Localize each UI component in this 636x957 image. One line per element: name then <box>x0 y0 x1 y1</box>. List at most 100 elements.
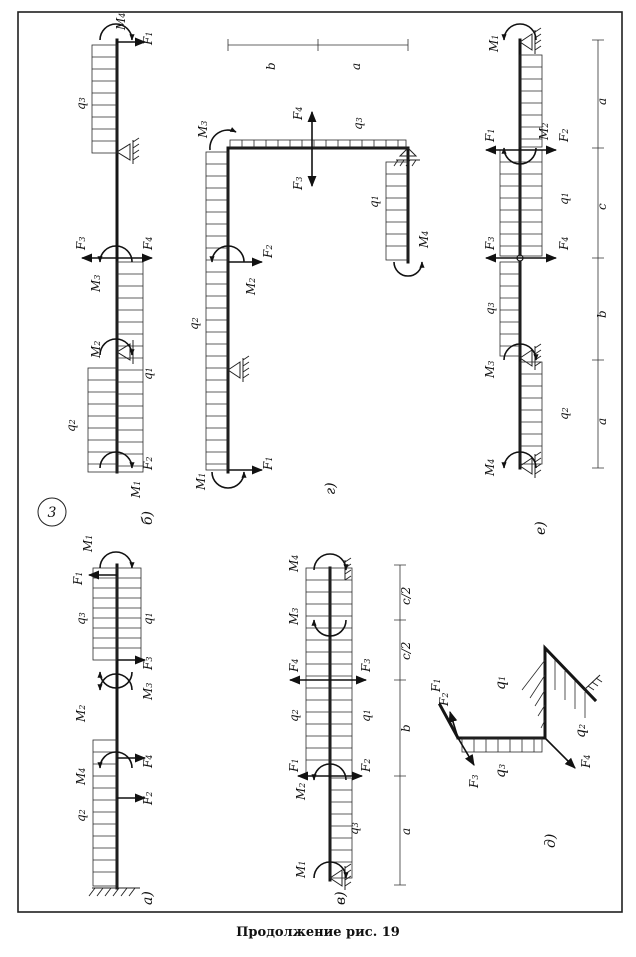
panel-e-M2-label: M2 <box>537 123 551 141</box>
panel-b-F2-label: F2 <box>141 457 155 471</box>
panel-v-dim-a: a <box>399 828 413 835</box>
panel-a-F2-label: F2 <box>141 792 155 806</box>
panel-d: F2 F3 F1 F4 q1 q3 q2 д) <box>429 644 603 848</box>
panel-g-q1-load <box>385 161 409 261</box>
panel-e-label: е) <box>533 521 549 535</box>
panel-a-q1-load <box>116 567 142 661</box>
panel-e-M4-label: M4 <box>483 459 497 477</box>
panel-b-M2-label: M2 <box>89 341 103 359</box>
panel-e-dim-b: b <box>595 310 609 318</box>
panel-e-M1-label: M1 <box>487 35 501 53</box>
panel-e-q3-label: q3 <box>483 302 497 315</box>
panel-d-F4-arrow <box>544 737 576 769</box>
panel-v-q1-load <box>329 567 353 777</box>
sheet-frame <box>17 11 623 913</box>
panel-v-q2-label: q2 <box>287 709 301 722</box>
panel-d-F3-arrow <box>457 737 475 766</box>
panel-b-q2-label: q2 <box>64 419 78 432</box>
panel-v-M4-arc <box>313 553 349 571</box>
panel-v-F1-label: F1 <box>287 759 301 773</box>
panel-g-M4-arc <box>393 261 425 277</box>
panel-b-F1-label: F1 <box>141 32 155 46</box>
panel-a-M1-label: M1 <box>81 535 95 553</box>
panel-g-M3-label: M3 <box>196 121 210 139</box>
panel-g-frame <box>226 146 410 474</box>
panel-b-q2-load <box>87 367 118 473</box>
panel-v-M2-label: M2 <box>294 783 308 801</box>
panel-d-label: д) <box>543 834 559 848</box>
figure-number: 3 <box>37 497 67 527</box>
panel-a: F2 F4 M4 q2 M2 M3 F3 q3 q1 F1 M1 а) <box>71 535 156 905</box>
panel-g-F2-label: F2 <box>261 245 275 259</box>
panel-a-wall-hatch <box>88 887 136 897</box>
panel-g-F1-label: F1 <box>261 457 275 471</box>
panel-v-M2-arc <box>311 763 347 781</box>
panel-g-M1-label: M1 <box>194 473 208 491</box>
panel-d-F2-arrow <box>448 710 459 739</box>
panel-e-F4-label: F4 <box>557 237 571 251</box>
panel-a-label: а) <box>140 891 156 905</box>
figure-caption: Продолжение рис. 19 <box>236 925 400 940</box>
panel-g-q3-load <box>229 139 407 149</box>
panel-v-M3-arc <box>311 619 347 637</box>
panel-v-q3-label: q3 <box>347 822 361 835</box>
panel-v-M1-arc <box>313 861 349 879</box>
panel-b-F3-label: F3 <box>74 237 88 251</box>
panel-a-F3-label: F3 <box>141 657 155 671</box>
panel-b-q1-label: q1 <box>141 367 155 380</box>
panel-v-dim-c-half-2: c/2 <box>399 587 413 605</box>
panel-d-F2-label: F2 <box>437 693 451 707</box>
panel-b: F2 M1 q2 q1 M2 M3 F3 F4 q3 F1 M4 б) <box>64 13 156 525</box>
panel-e-M4-arc <box>501 451 537 469</box>
panel-e-top-load <box>519 54 543 148</box>
figure-number-text: 3 <box>48 505 57 521</box>
panel-d-q1-load <box>521 659 546 729</box>
panel-a-M3-arc <box>97 671 133 689</box>
panel-v-q2-load <box>305 567 331 777</box>
panel-e-F1-label: F1 <box>483 129 497 143</box>
panel-v-q3-load <box>329 777 353 879</box>
panel-g-support-bottom <box>227 355 250 382</box>
panel-b-M1-arc <box>99 451 135 469</box>
panel-g: b a F1 M1 q2 M2 F2 M3 F4 F3 q3 q1 M4 г) <box>187 39 431 495</box>
panel-v-label: в) <box>333 891 349 905</box>
panel-g-support-top <box>393 147 420 167</box>
panel-g-q3-label: q3 <box>351 117 365 130</box>
panel-v-F4-label: F4 <box>287 659 301 673</box>
panel-a-M4-label: M4 <box>74 768 88 786</box>
panel-b-M3-label: M3 <box>89 275 103 293</box>
panel-v-F2-label: F2 <box>359 759 373 773</box>
panel-b-F4-label: F4 <box>141 237 155 251</box>
panel-g-q1-label: q1 <box>367 195 381 208</box>
panel-g-M2-label: M2 <box>244 278 258 296</box>
panel-b-label: б) <box>140 511 156 525</box>
panel-v-q1-label: q1 <box>359 709 373 722</box>
panel-a-M3-label: M3 <box>141 683 155 701</box>
panel-v-M1-label: M1 <box>294 861 308 879</box>
panel-d-q1-label: q1 <box>493 676 509 690</box>
panel-e-q2-label: q2 <box>557 407 571 420</box>
panel-d-q3-load <box>461 737 543 753</box>
panel-a-q2-load <box>92 739 118 887</box>
panel-e-M3-arc <box>503 343 539 361</box>
panel-a-q1-label: q1 <box>141 612 155 625</box>
panel-a-M2-label: M2 <box>74 705 88 723</box>
panel-e-support-bottom <box>519 451 542 478</box>
panel-a-F4-label: F4 <box>141 755 155 769</box>
panel-v-F3-label: F3 <box>359 659 373 673</box>
panel-e-F2-label: F2 <box>557 129 571 143</box>
panel-d-F4-label: F4 <box>579 755 593 769</box>
panel-b-M2-arc <box>99 338 135 356</box>
panel-g-dim-a: a <box>349 63 363 70</box>
panel-a-M4-arc <box>97 751 133 769</box>
panel-g-M3-arc <box>209 127 237 151</box>
panel-e-dim-a-bottom: a <box>595 418 609 425</box>
panel-e-q1-label: q1 <box>557 192 571 205</box>
panel-d-F1-label: F1 <box>429 679 443 693</box>
panel-a-M2-arc <box>97 673 133 691</box>
panel-e-M2-arc <box>501 147 537 165</box>
panel-e-q2-load <box>519 361 543 465</box>
panel-g-M1-arc <box>211 471 247 489</box>
panel-v-dim-b: b <box>399 724 413 732</box>
panel-b-q3-load <box>91 44 118 154</box>
